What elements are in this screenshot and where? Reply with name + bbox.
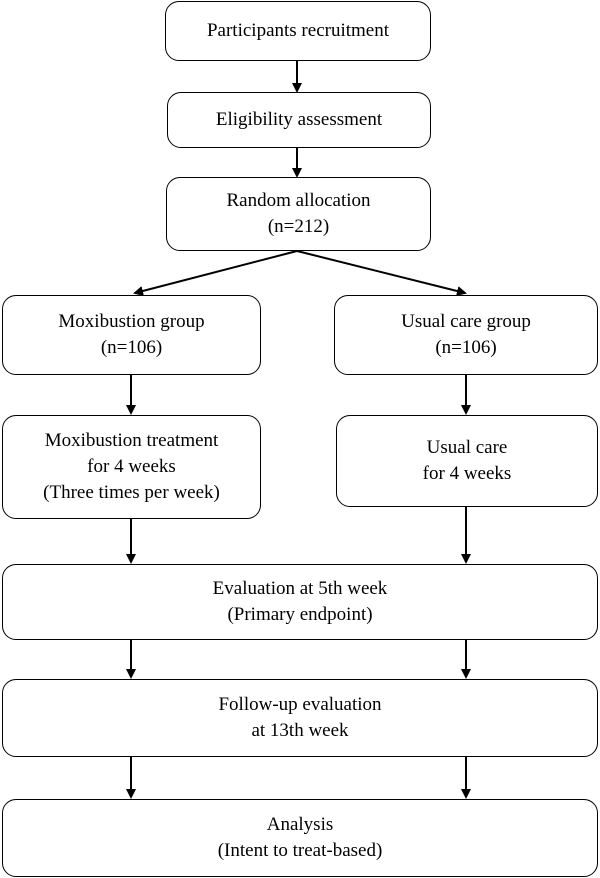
node-text-line: Analysis [266, 814, 334, 835]
node-text-line: Usual care group [401, 311, 531, 332]
node-text-line: (Three times per week) [43, 482, 220, 503]
usual-care-box: Usual care for 4 weeks [336, 415, 598, 507]
eligibility-assessment-box: Eligibility assessment [167, 92, 431, 148]
random-allocation-box: Random allocation (n=212) [166, 177, 431, 251]
node-text-line: Eligibility assessment [215, 109, 383, 130]
node-text-line: Moxibustion treatment [44, 430, 219, 451]
node-text-line: Moxibustion group [58, 311, 205, 332]
node-text-line: for 4 weeks [422, 463, 512, 484]
node-text-line: (Intent to treat-based) [217, 840, 383, 861]
node-text-line: Random allocation [226, 190, 371, 211]
node-text-line: Usual care [426, 437, 508, 458]
node-text-line: (Primary endpoint) [227, 604, 373, 625]
follow-up-13th-week-box: Follow-up evaluation at 13th week [2, 679, 598, 757]
node-text-line: for 4 weeks [87, 456, 176, 477]
usual-care-group-box: Usual care group (n=106) [334, 295, 598, 375]
node-text-line: (n=212) [267, 216, 330, 237]
evaluation-5th-week-box: Evaluation at 5th week (Primary endpoint… [2, 564, 598, 640]
node-text-line: (n=106) [100, 337, 163, 358]
moxibustion-group-box: Moxibustion group (n=106) [2, 295, 261, 375]
analysis-box: Analysis (Intent to treat-based) [2, 799, 598, 877]
node-text-line: Participants recruitment [206, 20, 390, 41]
arrow-random-to-usual-group [296, 250, 467, 296]
participants-recruitment-box: Participants recruitment [165, 1, 431, 61]
node-text-line: Follow-up evaluation [218, 694, 382, 715]
node-text-line: Evaluation at 5th week [212, 578, 388, 599]
arrow-random-to-moxa-group [133, 250, 298, 296]
node-text-line: (n=106) [435, 337, 497, 358]
node-text-line: at 13th week [251, 720, 349, 741]
moxibustion-treatment-box: Moxibustion treatment for 4 weeks (Three… [2, 415, 261, 519]
